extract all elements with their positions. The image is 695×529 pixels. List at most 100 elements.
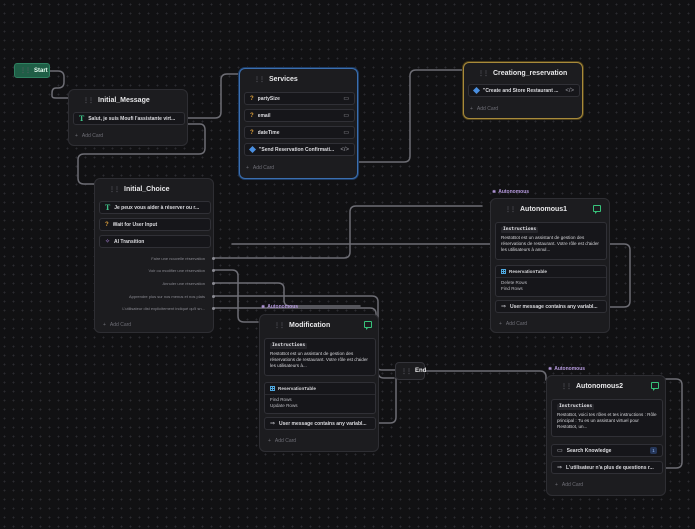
node-title: ⋮⋮Modification [274,322,330,329]
choice-view-modify[interactable]: Voir ou modifier une réservation [148,268,205,273]
variable-icon: ? [105,221,109,228]
node-creationg-reservation[interactable]: ⋮⋮Creationg_reservation "Create and Stor… [463,62,583,119]
instructions-text: RestoBot est un assistant de gestion des… [270,351,368,368]
variable-card-email[interactable]: ? email ▭ [244,109,355,122]
add-card-button[interactable]: +Add Card [499,321,527,327]
text-card[interactable]: T Je peux vous aider à réserver ou r... [99,201,211,214]
card-text: Je peux vous aider à réserver ou r... [114,204,200,211]
node-title: ⋮⋮Autonomous2 [561,383,623,390]
table-icon [270,386,275,391]
end-node[interactable]: ⋮⋮ End [395,362,426,380]
condition-card[interactable]: ⇒ L'utilisateur n'a plus de questions r.… [551,461,663,474]
sparkle-icon: ⋇ [261,304,266,310]
add-card-button[interactable]: +Add Card [103,322,131,328]
book-icon: ▭ [343,113,349,119]
drag-handle-icon[interactable]: ⋮⋮ [401,368,412,375]
book-icon: ▭ [557,448,563,454]
book-icon: ▭ [343,96,349,102]
arrow-right-icon: ⇒ [501,304,507,310]
table-header: ReservationTable [265,383,375,395]
add-card-button[interactable]: +Add Card [470,106,498,112]
drag-handle-icon[interactable]: ⋮⋮ [478,71,489,77]
start-node[interactable]: ⋮⋮ Start [14,63,50,78]
choice-learn-menus[interactable]: Apprendre plus sur nos menus et nos plat… [128,294,205,299]
autonomous-badge-label: Autonomous [498,189,530,195]
ai-transition-card[interactable]: ✧ AI Transition [99,235,211,248]
node-autonomous1[interactable]: ⋮⋮ Autonomous1 Instructions RestoBot est … [490,198,610,333]
node-autonomous2[interactable]: ⋮⋮Autonomous2 Instructions RestoBot, voi… [546,375,666,496]
variable-icon: ? [250,129,254,136]
node-modification[interactable]: ⋮⋮Modification Instructions RestoBot est… [259,314,379,452]
plus-icon: + [246,165,249,171]
integration-card-send-confirmation[interactable]: "Send Reservation Confirmati... </> [244,143,355,156]
choice-port[interactable] [212,307,215,310]
plus-icon: + [470,106,473,112]
plus-icon: + [75,133,78,139]
drag-handle-icon[interactable]: ⋮⋮ [561,384,572,390]
table-card[interactable]: ReservationTable Delete Rows Find Rows [495,265,607,297]
autonomous-badge: ⋇Autonomous [492,189,529,195]
plus-icon: + [103,322,106,328]
instructions-label: Instructions [270,343,308,349]
table-card[interactable]: ReservationTable Find Rows Update Rows [264,382,376,414]
variable-card-datetime[interactable]: ? dateTime ▭ [244,126,355,139]
sparkle-icon: ⋇ [492,189,497,195]
drag-handle-icon[interactable]: ⋮⋮ [109,187,120,193]
node-initial-message[interactable]: ⋮⋮Initial_Message T Salut, je suis Moufi… [68,89,188,146]
arrow-right-icon: ⇒ [270,421,276,427]
instructions-text: RestoBot est un assistant de gestion des… [501,235,599,252]
condition-card[interactable]: ⇒ User message contains any variabl... [495,300,607,313]
add-card-label: Add Card [505,321,528,327]
add-card-label: Add Card [561,482,584,488]
choice-port[interactable] [212,295,215,298]
table-op: Update Rows [270,403,298,408]
variable-icon: ? [250,112,254,119]
instructions-card[interactable]: Instructions RestoBot est un assistant d… [264,338,376,376]
sparkle-icon: ⋇ [548,366,553,372]
add-card-button[interactable]: +Add Card [75,133,103,139]
integration-icon [248,145,257,154]
node-title: ⋮⋮ Autonomous1 [505,206,567,213]
drag-handle-icon[interactable]: ⋮⋮ [254,77,265,83]
chat-icon[interactable] [364,321,372,330]
table-op: Find Rows [501,286,523,291]
chat-icon[interactable] [593,205,601,214]
choice-port[interactable] [212,269,215,272]
count-badge: 1 [650,447,657,454]
autonomous-badge-label: Autonomous [554,366,586,372]
plus-icon: + [499,321,502,327]
card-text: dateTime [257,129,280,136]
chat-icon[interactable] [651,382,659,391]
node-initial-choice[interactable]: ⋮⋮Initial_Choice T Je peux vous aider à … [94,178,215,333]
node-title: ⋮⋮Initial_Choice [109,186,170,193]
wait-input-card[interactable]: ? Wait for User Input [99,218,211,231]
text-card[interactable]: T Salut, je suis Moufi l'assistante virt… [73,112,185,125]
variable-card-partysize[interactable]: ? partySize ▭ [244,92,355,105]
drag-handle-icon[interactable]: ⋮⋮ [83,98,94,104]
choice-cancel[interactable]: Annuler une réservation [162,281,205,286]
instructions-card[interactable]: Instructions RestoBot est un assistant d… [495,222,607,260]
card-text: "Send Reservation Confirmati... [259,146,335,153]
drag-handle-icon[interactable]: ⋮⋮ [274,323,285,329]
choice-new-reservation[interactable]: Faire une nouvelle réservation [151,256,205,261]
drag-handle-icon[interactable]: ⋮⋮ [20,68,31,74]
node-services[interactable]: ⋮⋮Services ? partySize ▭ ? email ▭ ? dat… [239,68,358,179]
add-card-button[interactable]: +Add Card [268,438,296,444]
add-card-button[interactable]: +Add Card [246,165,274,171]
node-title-text: Autonomous1 [520,206,568,213]
choice-port[interactable] [212,257,215,260]
table-op: Delete Rows [501,280,528,285]
choice-port[interactable] [212,282,215,285]
arrow-right-icon: ⇒ [557,465,563,471]
instructions-card[interactable]: Instructions RestoBot, voici tes rôles e… [551,399,663,437]
ai-sparkle-icon: ✧ [105,239,111,245]
search-knowledge-card[interactable]: ▭ Search Knowledge 1 [551,444,663,457]
integration-icon [472,86,481,95]
add-card-button[interactable]: +Add Card [555,482,583,488]
condition-card[interactable]: ⇒ User message contains any variabl... [264,417,376,430]
table-op: Find Rows [270,397,292,402]
add-card-label: Add Card [81,133,104,139]
drag-handle-icon[interactable]: ⋮⋮ [505,207,516,213]
choice-explicit-intent[interactable]: L'utilisateur dist explicitement indiqué… [122,306,205,311]
integration-card-create-store[interactable]: "Create and Store Restaurant ... </> [468,84,580,97]
